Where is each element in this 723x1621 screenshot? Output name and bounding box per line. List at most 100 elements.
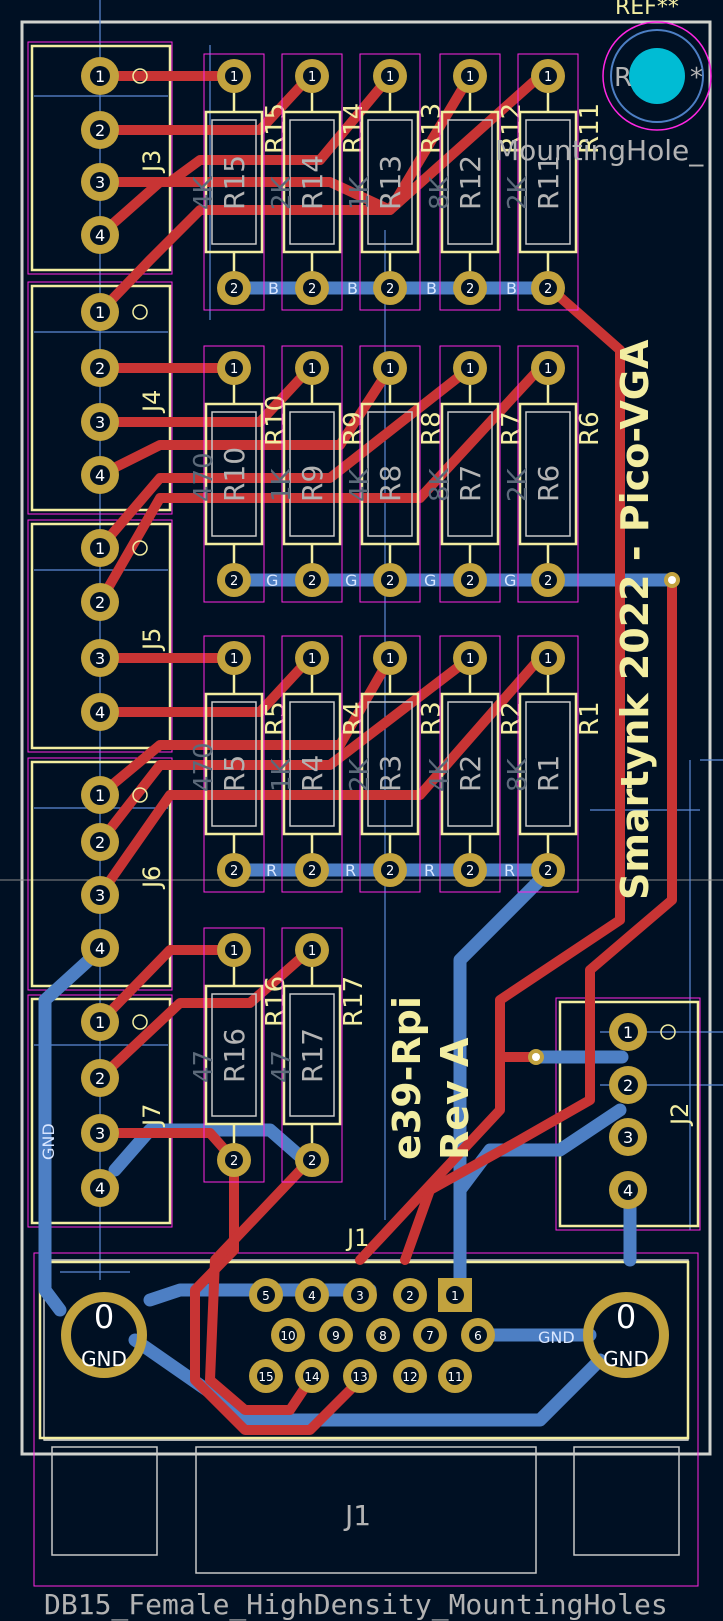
resistor-pad-number: 1 bbox=[230, 652, 238, 667]
db15-pin-number: 4 bbox=[308, 1289, 316, 1303]
db15-pin-number: 3 bbox=[356, 1289, 364, 1303]
resistor-pad-number: 1 bbox=[466, 70, 474, 85]
resistor-fab-ref: R11 bbox=[532, 155, 565, 210]
db15-pin-number: 7 bbox=[426, 1329, 434, 1343]
resistor-pad-number: 1 bbox=[230, 362, 238, 377]
connector-pin-number: 1 bbox=[95, 1013, 105, 1032]
svg-text:R: R bbox=[345, 861, 356, 880]
resistor-pad-number: 2 bbox=[386, 574, 394, 589]
resistor-pad-number: 2 bbox=[308, 1154, 316, 1169]
gnd-label-right: GND bbox=[603, 1347, 649, 1371]
label-j1: J1 bbox=[345, 1224, 369, 1252]
connector-pin-number: 2 bbox=[95, 1069, 105, 1088]
bus-label-blue: B bbox=[268, 279, 279, 298]
connector-pin-number: 4 bbox=[95, 1179, 105, 1198]
resistor-pad-number: 2 bbox=[386, 864, 394, 879]
bus-label-green: G bbox=[266, 571, 278, 590]
resistor-pad-number: 1 bbox=[544, 652, 552, 667]
resistor-fab-ref: R8 bbox=[374, 465, 407, 502]
label-j6: J6 bbox=[138, 866, 166, 890]
connector-pin-number: 2 bbox=[95, 833, 105, 852]
resistor-pad-number: 1 bbox=[308, 652, 316, 667]
shell-pin-right: 0 bbox=[616, 1298, 636, 1336]
connector-pin-number: 4 bbox=[95, 466, 105, 485]
resistor-value: 8K bbox=[503, 757, 533, 792]
resistor-pad-number: 1 bbox=[466, 362, 474, 377]
label-j4: J4 bbox=[138, 390, 166, 414]
bus-net-labels: B B B B G G G G R R R R GND GND bbox=[39, 279, 575, 1347]
resistor-fab-ref: R4 bbox=[296, 755, 329, 792]
connector-pin-number: 4 bbox=[623, 1181, 633, 1200]
resistor-value: 4K bbox=[345, 467, 375, 502]
db15-pin-number: 1 bbox=[451, 1289, 459, 1303]
resistor-silk-ref: R16 bbox=[261, 976, 291, 1027]
pin1-marker bbox=[132, 1014, 148, 1030]
connector-pin-number: 4 bbox=[95, 939, 105, 958]
resistor-fab-ref: R2 bbox=[454, 755, 487, 792]
resistor-silk-ref: R5 bbox=[261, 701, 291, 736]
resistor-fab-ref: R14 bbox=[296, 155, 329, 210]
mounting-hole-label: MountingHole_ bbox=[495, 134, 704, 167]
resistor-value: 8K bbox=[425, 175, 455, 210]
resistor-fab-ref: R6 bbox=[532, 465, 565, 502]
db15-pin-number: 6 bbox=[474, 1329, 482, 1343]
db15-pin-number: 12 bbox=[402, 1370, 417, 1384]
resistor-pad-number: 2 bbox=[308, 864, 316, 879]
resistor-silk-ref: R9 bbox=[339, 411, 369, 446]
resistor-fab-ref: R7 bbox=[454, 465, 487, 502]
resistor-pad-number: 1 bbox=[544, 70, 552, 85]
pin1-marker bbox=[132, 540, 148, 556]
resistor-fab-ref: R13 bbox=[374, 155, 407, 210]
resistor-value: 470 bbox=[189, 452, 219, 502]
resistor-fab-ref: R9 bbox=[296, 465, 329, 502]
resistor-pad-number: 1 bbox=[386, 70, 394, 85]
resistor-pad-number: 1 bbox=[544, 362, 552, 377]
resistor-silk-ref: R2 bbox=[497, 701, 527, 736]
label-j7: J7 bbox=[138, 1104, 166, 1128]
label-j3: J3 bbox=[138, 150, 166, 174]
resistor-silk-ref: R11 bbox=[575, 103, 605, 154]
db15-pin-number: 8 bbox=[379, 1329, 387, 1343]
resistor-pad-number: 2 bbox=[544, 282, 552, 297]
db15-pin-number: 2 bbox=[406, 1289, 414, 1303]
resistor-value: 2K bbox=[503, 175, 533, 210]
resistor-pad-number: 2 bbox=[230, 282, 238, 297]
connector-pin-number: 3 bbox=[623, 1128, 633, 1147]
db15-pin-number: 13 bbox=[352, 1370, 367, 1384]
resistor-pad-number: 2 bbox=[308, 574, 316, 589]
svg-text:G: G bbox=[345, 571, 357, 590]
db15-pin-number: 14 bbox=[304, 1370, 319, 1384]
svg-text:R: R bbox=[504, 861, 515, 880]
gnd-label-left: GND bbox=[81, 1347, 127, 1371]
resistor-fab-ref: R12 bbox=[454, 155, 487, 210]
connector-pin-number: 3 bbox=[95, 886, 105, 905]
pin1-marker bbox=[660, 1024, 676, 1040]
resistor-silk-ref: R6 bbox=[575, 411, 605, 446]
pin1-marker bbox=[132, 304, 148, 320]
resistor-fab-ref: R15 bbox=[218, 155, 251, 210]
resistor-pad-number: 1 bbox=[386, 652, 394, 667]
resistor-value: 1K bbox=[267, 467, 297, 502]
shell-pin-left: 0 bbox=[94, 1298, 114, 1336]
connector-pin-number: 1 bbox=[623, 1023, 633, 1042]
resistor-pad-number: 2 bbox=[466, 864, 474, 879]
connector-pin-number: 2 bbox=[95, 359, 105, 378]
connector-pin-number: 1 bbox=[95, 786, 105, 805]
resistor-fab-ref: R3 bbox=[374, 755, 407, 792]
connector-pin-number: 1 bbox=[95, 67, 105, 86]
resistor-silk-ref: R17 bbox=[339, 976, 369, 1027]
board-subtitle: e39-Rpi bbox=[385, 996, 429, 1160]
connector-pin-number: 4 bbox=[95, 703, 105, 722]
gnd-trace-label: GND bbox=[39, 1123, 58, 1160]
svg-text:B: B bbox=[347, 279, 358, 298]
